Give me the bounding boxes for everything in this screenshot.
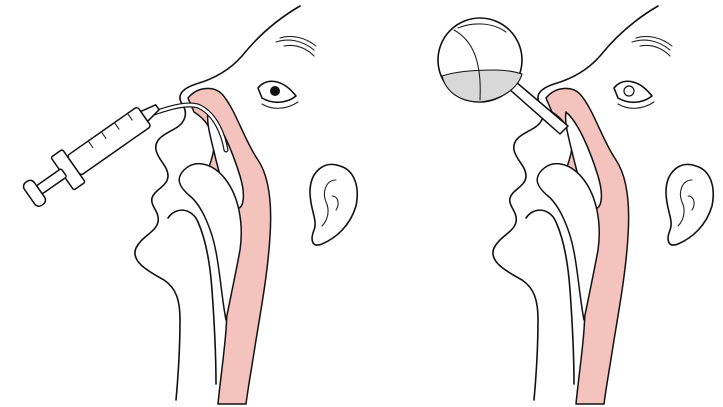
bulb-illustration xyxy=(362,0,723,407)
bulb-liquid xyxy=(442,70,522,102)
ear xyxy=(310,164,357,245)
ear-inner xyxy=(678,180,694,226)
syringe-icon xyxy=(18,91,169,213)
ear-inner xyxy=(322,180,338,226)
ear xyxy=(666,164,713,245)
syringe-illustration xyxy=(0,0,362,407)
syringe-barrel xyxy=(67,107,151,176)
irrigation-bulb-icon xyxy=(438,18,522,102)
syringe-plunger-rod xyxy=(37,169,67,194)
panel-bulb-irrigation xyxy=(362,0,723,407)
eyebrow xyxy=(276,36,316,56)
tongue-and-jaw xyxy=(526,210,574,384)
eyebrow xyxy=(632,36,672,56)
panel-syringe-irrigation xyxy=(0,0,362,407)
eye-iris xyxy=(624,86,634,96)
tongue-and-jaw xyxy=(168,210,216,384)
eye-pupil xyxy=(270,86,280,96)
